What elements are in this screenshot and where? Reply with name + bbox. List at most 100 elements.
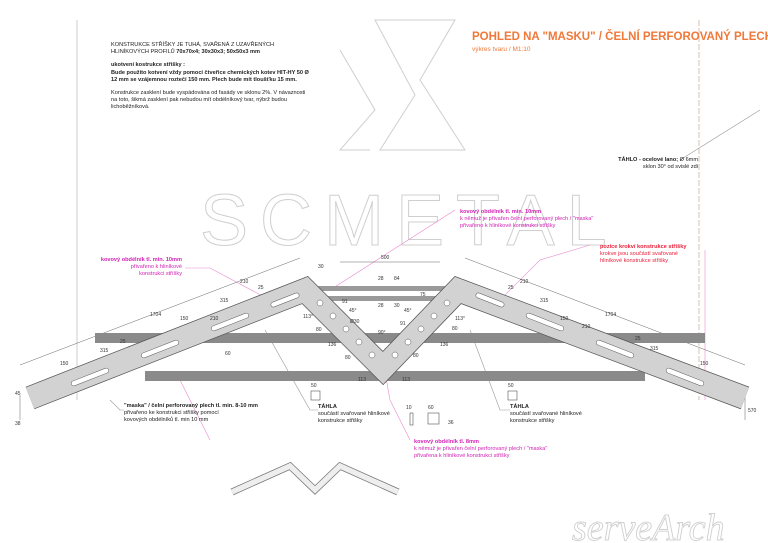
svg-text:113°: 113° [455, 316, 465, 322]
construction-notes: KONSTRUKCE STŘÍŠKY JE TUHÁ, SVAŘENÁ Z UZ… [111, 42, 311, 112]
rect-top-l2: přivařeno k hliníkové konstrukci střišky [460, 223, 556, 230]
servearch-watermark: serveArch [572, 507, 725, 543]
tahla-right-note: TÁHLA součástí svařované hliníkové konst… [510, 404, 582, 426]
svg-text:25: 25 [508, 285, 514, 291]
dimension-labels: 500 30 28 84 28 30 75 113° 113° 90° 45° … [15, 255, 757, 427]
svg-text:113: 113 [402, 377, 410, 383]
svg-text:136: 136 [328, 342, 337, 348]
svg-text:90°: 90° [378, 330, 386, 336]
tahlo-cable-note: TÁHLO - ocelové lano; Ø 6mm sklon 30° od… [578, 157, 698, 171]
svg-text:25: 25 [258, 285, 264, 291]
svg-text:10: 10 [406, 405, 412, 411]
svg-text:315: 315 [650, 346, 659, 352]
perforated-plate [25, 275, 750, 410]
thumbnail-plate [230, 461, 400, 496]
scmetal-logo: SCMETAL [200, 19, 619, 262]
svg-text:28: 28 [378, 303, 384, 309]
rafter-l2: hliníkové konstrukce střišky [600, 258, 669, 265]
svg-text:28: 28 [378, 276, 384, 282]
tahla-right-title: TÁHLA [510, 404, 529, 410]
tahla-left-note: TÁHLA součástí svařované hliníkové konst… [318, 404, 390, 426]
rafter-note: pozice krokví konstrukce střišky krokve … [600, 244, 686, 266]
svg-text:45°: 45° [349, 308, 357, 314]
svg-text:36: 36 [448, 420, 454, 426]
rafter-l1: krokve jsou součástí svařované [600, 251, 679, 258]
svg-text:315: 315 [100, 348, 109, 354]
rect-top-title: kovový obdélník tl. min. 10mm [460, 209, 542, 215]
section-details [310, 390, 518, 426]
svg-text:30: 30 [394, 303, 400, 309]
page-subtitle: výkres tvaru / M1:10 [472, 46, 531, 53]
svg-text:210: 210 [520, 279, 529, 285]
notes-line2: HLINÍKOVÝCH PROFILŮ [111, 49, 177, 56]
svg-text:210: 210 [582, 324, 591, 330]
svg-text:500: 500 [381, 255, 390, 261]
svg-text:150: 150 [60, 361, 69, 367]
rect8-note: kovový obdélník tl. 8mm k němuž je přiva… [414, 439, 547, 461]
rect-top-l1: k němuž je přivařen čelní perforovaný pl… [460, 216, 594, 223]
svg-text:210: 210 [210, 316, 219, 322]
svg-text:50: 50 [311, 383, 317, 389]
svg-text:75: 75 [420, 292, 426, 298]
svg-text:45°: 45° [404, 308, 412, 314]
rect-left-title: kovový obdélník tl. min. 10mm [100, 257, 182, 263]
notes-line1: KONSTRUKCE STŘÍŠKY JE TUHÁ, SVAŘENÁ Z UZ… [111, 42, 275, 48]
anchor-title: ukotvení kostrukce střišky : [111, 62, 185, 69]
mask-l2: kovových obdélníků tl. min 10 mm [124, 417, 209, 424]
tahlo-title: TÁHLO - ocelové lano; [618, 157, 679, 163]
svg-text:84: 84 [394, 276, 400, 282]
svg-text:113: 113 [358, 377, 366, 383]
svg-text:91: 91 [342, 299, 348, 305]
slots [70, 292, 705, 387]
svg-text:315: 315 [540, 298, 549, 304]
svg-text:60: 60 [428, 405, 434, 411]
svg-text:38: 38 [15, 421, 21, 427]
mask-l1: přivařeno ke konstrukci střišky pomocí [124, 410, 219, 417]
tahla-right-l1: součástí svařované hliníkové [510, 411, 582, 418]
svg-text:50: 50 [508, 383, 514, 389]
svg-text:45: 45 [15, 391, 21, 397]
rect-top-note: kovový obdélník tl. min. 10mm k němuž je… [460, 209, 593, 231]
svg-text:25: 25 [120, 339, 126, 345]
rect-left-l2: konstrukci stříšky [139, 271, 182, 278]
dimension-lines [19, 257, 746, 420]
svg-text:210: 210 [240, 279, 249, 285]
svg-text:91: 91 [400, 321, 406, 327]
rect8-title: kovový obdélník tl. 8mm [414, 439, 479, 445]
svg-text:570: 570 [748, 408, 757, 414]
mask-note: "maska" / čelní perforovaný plech tl. mi… [124, 403, 258, 425]
tahlo-value: Ø 6mm [678, 157, 698, 163]
svg-text:25: 25 [635, 336, 641, 342]
svg-text:Ø30: Ø30 [350, 319, 360, 325]
page-title: POHLED NA "MASKU" / ČELNÍ PERFOROVANÝ PL… [472, 31, 768, 43]
svg-text:80: 80 [413, 353, 419, 359]
svg-text:150: 150 [700, 361, 709, 367]
svg-text:136: 136 [440, 342, 449, 348]
svg-text:1704: 1704 [150, 312, 161, 318]
glazing-text: Konstrukce zasklení bude vyspádována od … [111, 90, 306, 111]
anchor-text: Bude použito kotvení vždy pomocí čtveřic… [111, 69, 309, 83]
tahla-left-l2: konstrukce střišky [318, 418, 363, 425]
svg-text:80: 80 [345, 355, 351, 361]
tahla-left-l1: součástí svařované hliníkové [318, 411, 390, 418]
holes [316, 299, 451, 359]
svg-text:60: 60 [225, 351, 231, 357]
rafter-bar [145, 371, 645, 381]
tahlo-sub: sklon 30° od svislé zdi [642, 164, 698, 171]
svg-text:315: 315 [220, 298, 229, 304]
tahla-left-title: TÁHLA [318, 404, 337, 410]
rect-left-l1: přivařeno k hliníkové [130, 264, 182, 271]
tahla-right-l2: konstrukce střišky [510, 418, 555, 425]
svg-text:80: 80 [316, 327, 322, 333]
svg-text:SCMETAL: SCMETAL [200, 181, 619, 261]
rect-left-note: kovový obdélník tl. min. 10mm přivařeno … [80, 257, 182, 279]
rect8-l1: k němuž je přivařen čelní perforovaný pl… [414, 446, 548, 453]
svg-text:80: 80 [452, 326, 458, 332]
rafter-title: pozice krokví konstrukce střišky [600, 244, 687, 250]
svg-text:150: 150 [180, 316, 189, 322]
svg-text:113°: 113° [303, 314, 313, 320]
mask-title: "maska" / čelní perforovaný plech tl. mi… [124, 403, 259, 409]
rect8-l2: přivařena k hliníkové konstrukci střišky [414, 453, 510, 460]
svg-text:30: 30 [318, 264, 324, 270]
